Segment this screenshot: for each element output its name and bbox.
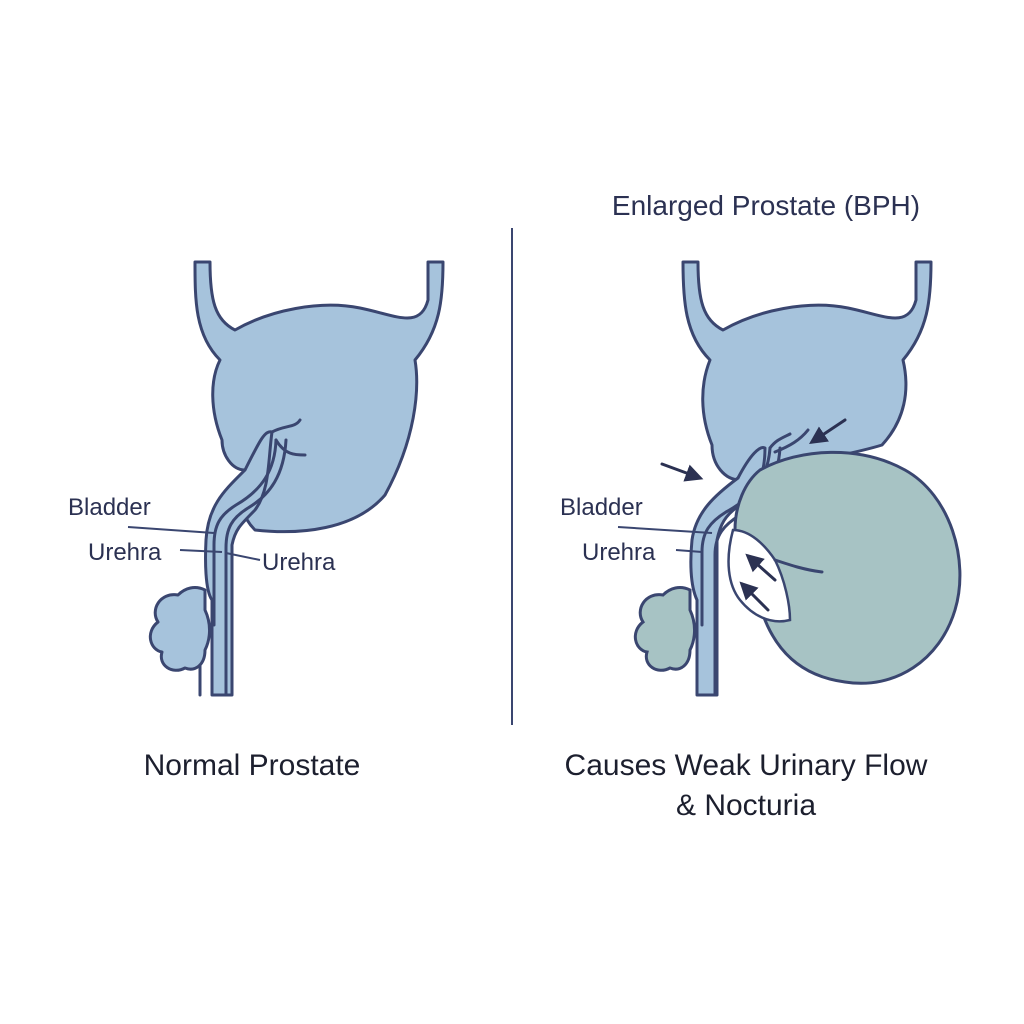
right-bladder-shape — [681, 260, 933, 482]
enlarged-caption-line1: Causes Weak Urinary Flow — [565, 749, 928, 782]
right-prostate-lobe — [633, 586, 696, 672]
normal-caption: Normal Prostate — [144, 749, 361, 782]
left-urethra-label-b: Urehra — [262, 549, 336, 576]
normal-prostate-illustration: Bladder Urehra Urehra — [68, 260, 445, 697]
enlarged-prostate-illustration: Bladder Urehra — [560, 260, 962, 697]
left-urethra-branch — [270, 418, 307, 457]
right-urethra-branch — [768, 428, 810, 454]
right-urethra-label: Urehra — [582, 539, 656, 566]
arrow-upper-right — [809, 418, 847, 444]
arrow-lower-1 — [745, 553, 777, 582]
left-prostate-lobe — [148, 586, 211, 672]
left-urethra-line-a — [212, 438, 278, 627]
left-urethra-line-b — [224, 438, 288, 697]
right-bladder-neck — [689, 446, 767, 697]
arrow-upper-left — [660, 462, 704, 482]
left-urethra-leader-b — [225, 552, 261, 561]
enlarged-caption-line2: & Nocturia — [676, 789, 816, 822]
left-urethra-label-a: Urehra — [88, 539, 162, 566]
left-bladder-label: Bladder — [68, 494, 151, 521]
enlarged-title: Enlarged Prostate (BPH) — [612, 190, 920, 221]
arrow-lower-2 — [739, 581, 770, 612]
right-bladder-leader — [617, 526, 713, 534]
right-bladder-label: Bladder — [560, 494, 643, 521]
left-bladder-leader — [127, 526, 215, 534]
right-urethra-leader — [675, 549, 703, 553]
compression-curve — [773, 558, 824, 574]
left-urethra-leader-a — [179, 549, 223, 553]
